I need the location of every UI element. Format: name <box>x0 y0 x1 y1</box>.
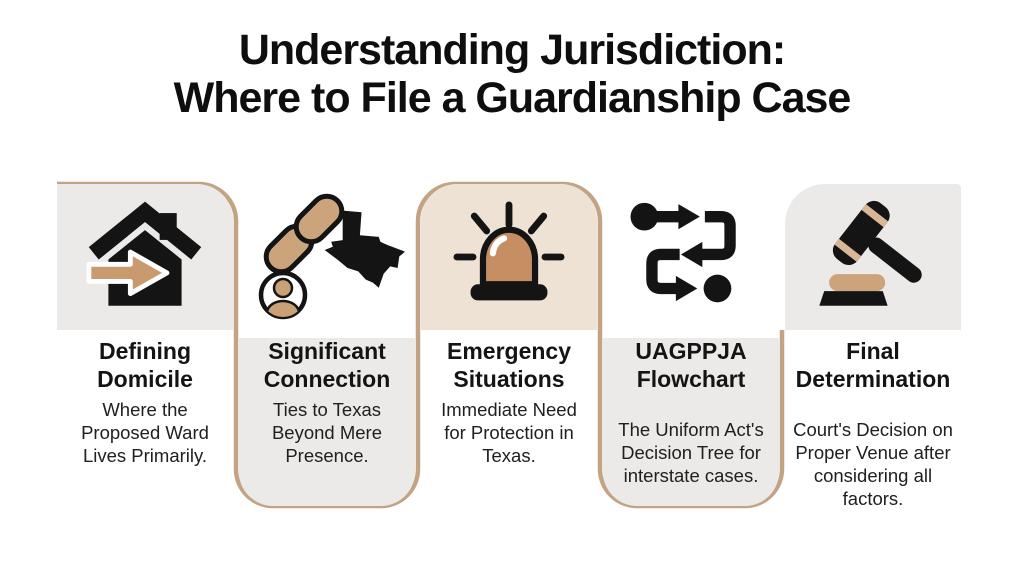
panel-3-description: Immediate Need for Protection in Texas. <box>441 399 577 467</box>
chain-link-icon <box>263 193 345 275</box>
panel-final-determination: Final Determination Court's Decision on … <box>785 184 961 511</box>
panel-4-title: UAGPPJA Flowchart <box>635 338 747 392</box>
siren-icon <box>453 201 565 301</box>
panel-2-text: Significant Connection Ties to Texas Bey… <box>239 338 415 506</box>
panel-3-title: Emergency Situations <box>446 338 571 392</box>
panel-5-text: Final Determination Court's Decision on … <box>785 338 961 511</box>
panel-2-icon-box <box>239 184 415 330</box>
panel-uagppja-flowchart: UAGPPJA Flowchart The Uniform Act's Deci… <box>603 184 779 506</box>
panel-3-text: Emergency Situations Immediate Need for … <box>421 338 597 468</box>
gavel-icon <box>819 200 922 306</box>
page-title: Understanding Jurisdiction: Where to Fil… <box>0 26 1024 122</box>
panel-significant-connection: Significant Connection Ties to Texas Bey… <box>239 184 415 506</box>
chain-texas-person-icon <box>258 193 405 320</box>
panel-5-title: Final Determination <box>795 338 951 392</box>
flowchart-icon <box>630 202 736 303</box>
panel-2-description: Ties to Texas Beyond Mere Presence. <box>271 399 383 467</box>
panel-1-text: Defining Domicile Where the Proposed War… <box>57 338 233 468</box>
panel-4-text: UAGPPJA Flowchart The Uniform Act's Deci… <box>603 338 779 506</box>
page-title-line1: Understanding Jurisdiction: <box>238 26 786 74</box>
panel-defining-domicile: Defining Domicile Where the Proposed War… <box>57 184 233 468</box>
panel-4-icon-box <box>603 184 779 330</box>
person-icon <box>258 270 308 320</box>
panel-emergency-situations: Emergency Situations Immediate Need for … <box>421 184 597 468</box>
panel-5-icon-box <box>785 184 961 330</box>
panel-2-title: Significant Connection <box>263 338 391 392</box>
panel-4-description: The Uniform Act's Decision Tree for inte… <box>618 419 764 487</box>
panel-1-title: Defining Domicile <box>97 338 193 392</box>
panel-3-icon-box <box>421 184 597 330</box>
panel-1-icon-box <box>57 184 233 330</box>
panel-5-description: Court's Decision on Proper Venue after c… <box>793 419 953 509</box>
texas-icon <box>324 210 405 288</box>
page-title-line2: Where to File a Guardianship Case <box>173 74 852 123</box>
house-arrow-icon <box>86 201 202 306</box>
panel-1-description: Where the Proposed Ward Lives Primarily. <box>81 399 209 467</box>
